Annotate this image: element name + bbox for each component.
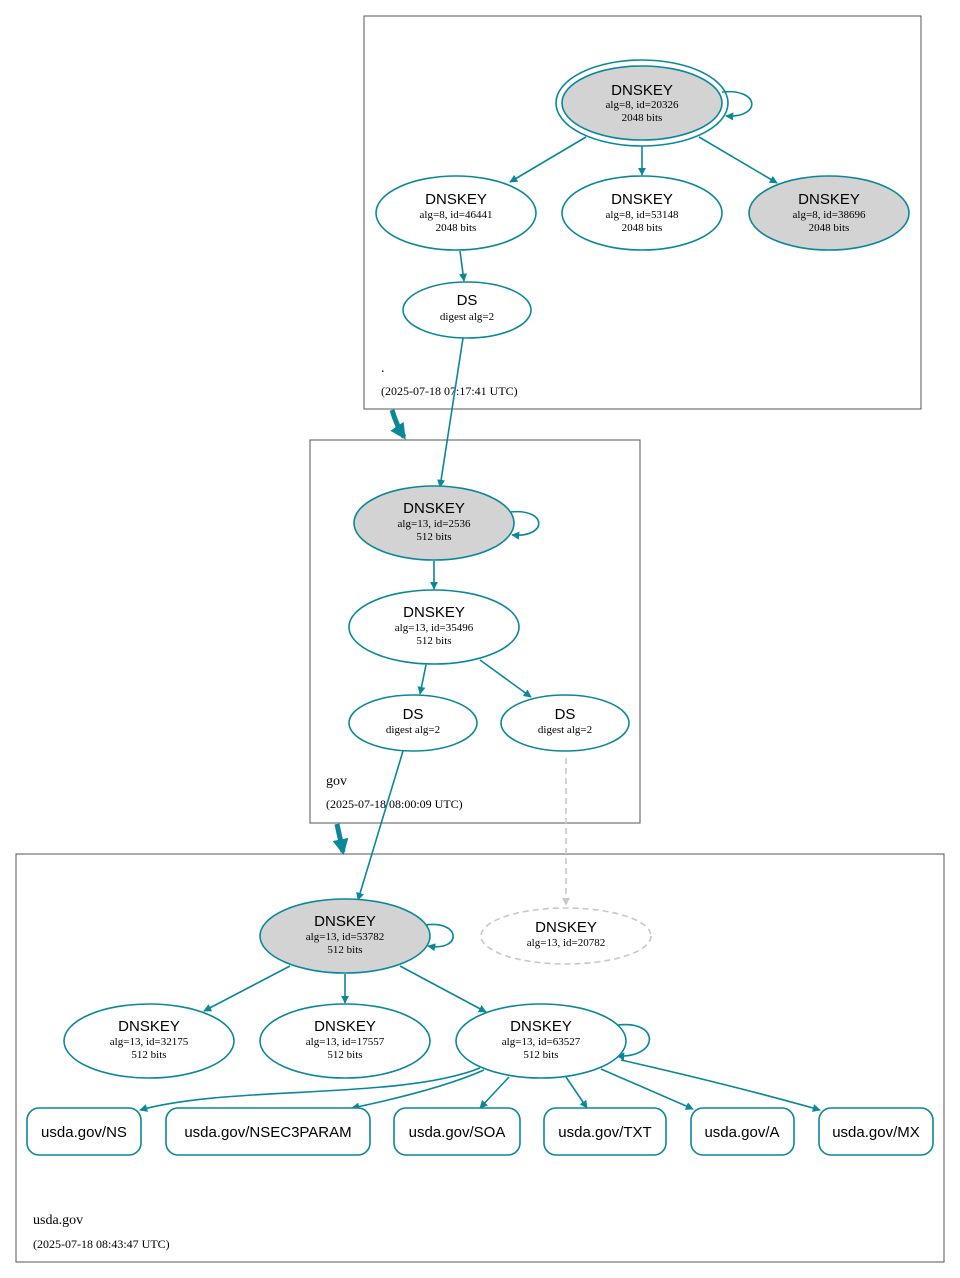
edge-root-ksk-self — [721, 90, 753, 121]
node-title: DNSKEY — [314, 913, 376, 930]
node-title: DS — [457, 292, 478, 309]
rrset-nsec3param[interactable]: usda.gov/NSEC3PARAM — [165, 1107, 371, 1156]
node-title: DS — [403, 706, 424, 723]
edge-usda-zsk-soa — [479, 1076, 510, 1109]
zone-timestamp-gov: (2025-07-18 08:00:09 UTC) — [326, 797, 463, 811]
node-size: 512 bits — [416, 531, 451, 543]
node-detail: digest alg=2 — [386, 724, 440, 736]
node-root-zsk-53148[interactable]: DNSKEY alg=8, id=53148 2048 bits — [561, 175, 723, 251]
edges — [139, 90, 821, 1112]
rrset-txt[interactable]: usda.gov/TXT — [543, 1107, 667, 1156]
zone-box-usda — [15, 853, 945, 1263]
rrset-ns[interactable]: usda.gov/NS — [26, 1107, 142, 1156]
node-detail: digest alg=2 — [538, 724, 592, 736]
node-gov-ds-1[interactable]: DS digest alg=2 — [348, 694, 478, 752]
rrset-label: usda.gov/MX — [832, 1124, 920, 1141]
edge-gov-ds1-usda-ksk — [356, 750, 404, 901]
zone-box-root — [363, 15, 922, 410]
node-title: DS — [555, 706, 576, 723]
node-usda-missing-key[interactable]: DNSKEY alg=13, id=20782 — [480, 907, 652, 965]
node-title: DNSKEY — [425, 191, 487, 208]
node-root-ksk[interactable]: DNSKEY alg=8, id=20326 2048 bits — [555, 59, 729, 147]
node-size: 2048 bits — [622, 112, 663, 124]
edge-usda-zsk-ns — [139, 1067, 481, 1112]
rrset-label: usda.gov/SOA — [409, 1124, 506, 1141]
node-root-zsk-38696[interactable]: DNSKEY alg=8, id=38696 2048 bits — [748, 175, 910, 251]
node-title: DNSKEY — [403, 604, 465, 621]
zone-timestamp-usda: (2025-07-18 08:43:47 UTC) — [33, 1237, 170, 1251]
node-detail: alg=13, id=2536 — [398, 518, 471, 530]
edge-usda-zsk-txt — [565, 1076, 588, 1109]
rrset-soa[interactable]: usda.gov/SOA — [393, 1107, 521, 1156]
node-detail: alg=8, id=38696 — [793, 209, 866, 221]
edge-usda-zsk-self — [616, 1023, 651, 1061]
zone-box-gov — [309, 439, 641, 824]
node-usda-zsk[interactable]: DNSKEY alg=13, id=63527 512 bits — [455, 1003, 627, 1079]
edge-usda-ksk-k1 — [203, 965, 291, 1012]
node-detail: alg=13, id=35496 — [395, 622, 474, 634]
node-title: DNSKEY — [611, 82, 673, 99]
edge-usda-zsk-mx — [620, 1059, 821, 1112]
node-title: DNSKEY — [510, 1018, 572, 1035]
edge-root-zsk1-ds — [459, 250, 468, 282]
node-size: 512 bits — [327, 944, 362, 956]
edge-gov-zsk-ds1 — [417, 664, 427, 695]
node-size: 2048 bits — [436, 222, 477, 234]
rrset-label: usda.gov/NSEC3PARAM — [184, 1124, 351, 1141]
node-title: DNSKEY — [535, 919, 597, 936]
edge-usda-zsk-nsec3param — [351, 1069, 485, 1111]
node-size: 512 bits — [131, 1049, 166, 1061]
node-size: 2048 bits — [622, 222, 663, 234]
zone-name-gov: gov — [326, 774, 347, 789]
node-detail: alg=8, id=53148 — [606, 209, 679, 221]
delegation-arrow-root-gov — [389, 409, 407, 440]
rrset-label: usda.gov/NS — [41, 1124, 127, 1141]
zone-timestamp-root: (2025-07-18 07:17:41 UTC) — [381, 384, 518, 398]
node-gov-ds-2[interactable]: DS digest alg=2 — [500, 694, 630, 752]
edge-usda-ksk-zsk — [399, 965, 487, 1013]
rrset-label: usda.gov/TXT — [558, 1124, 651, 1141]
node-title: DNSKEY — [403, 500, 465, 517]
node-size: 512 bits — [416, 635, 451, 647]
edge-gov-ksk-self — [509, 510, 540, 540]
node-gov-zsk[interactable]: DNSKEY alg=13, id=35496 512 bits — [348, 589, 520, 665]
node-title: DNSKEY — [611, 191, 673, 208]
node-title: DNSKEY — [798, 191, 860, 208]
node-root-zsk-46441[interactable]: DNSKEY alg=8, id=46441 2048 bits — [375, 175, 537, 251]
node-size: 512 bits — [327, 1049, 362, 1061]
node-gov-ksk[interactable]: DNSKEY alg=13, id=2536 512 bits — [353, 485, 515, 561]
node-detail: alg=13, id=17557 — [306, 1036, 385, 1048]
node-usda-key-32175[interactable]: DNSKEY alg=13, id=32175 512 bits — [63, 1003, 235, 1079]
zone-name-usda: usda.gov — [33, 1213, 83, 1228]
node-root-ds[interactable]: DS digest alg=2 — [402, 281, 532, 339]
node-detail: alg=8, id=46441 — [420, 209, 493, 221]
node-detail: alg=13, id=53782 — [306, 931, 384, 943]
edge-usda-zsk-a — [600, 1068, 694, 1110]
node-detail: alg=8, id=20326 — [606, 99, 679, 111]
edge-root-ds-gov-ksk — [437, 337, 464, 488]
node-detail: alg=13, id=32175 — [110, 1036, 189, 1048]
node-usda-ksk[interactable]: DNSKEY alg=13, id=53782 512 bits — [259, 898, 431, 974]
node-detail: alg=13, id=20782 — [527, 937, 605, 949]
rrset-mx[interactable]: usda.gov/MX — [818, 1107, 934, 1156]
edge-usda-ksk-self — [424, 923, 454, 952]
zone-name-root: . — [381, 361, 385, 376]
node-title: DNSKEY — [118, 1018, 180, 1035]
node-usda-key-17557[interactable]: DNSKEY alg=13, id=17557 512 bits — [259, 1003, 431, 1079]
node-title: DNSKEY — [314, 1018, 376, 1035]
rrset-a[interactable]: usda.gov/A — [690, 1107, 795, 1156]
edge-root-ksk-zsk1 — [509, 136, 587, 183]
rrset-label: usda.gov/A — [704, 1124, 779, 1141]
node-size: 2048 bits — [809, 222, 850, 234]
edge-gov-zsk-ds2 — [479, 659, 532, 698]
node-detail: digest alg=2 — [440, 311, 494, 323]
delegation-arrow-gov-usda — [332, 823, 349, 856]
edge-root-ksk-zsk3 — [698, 136, 778, 184]
node-size: 512 bits — [523, 1049, 558, 1061]
node-detail: alg=13, id=63527 — [502, 1036, 581, 1048]
